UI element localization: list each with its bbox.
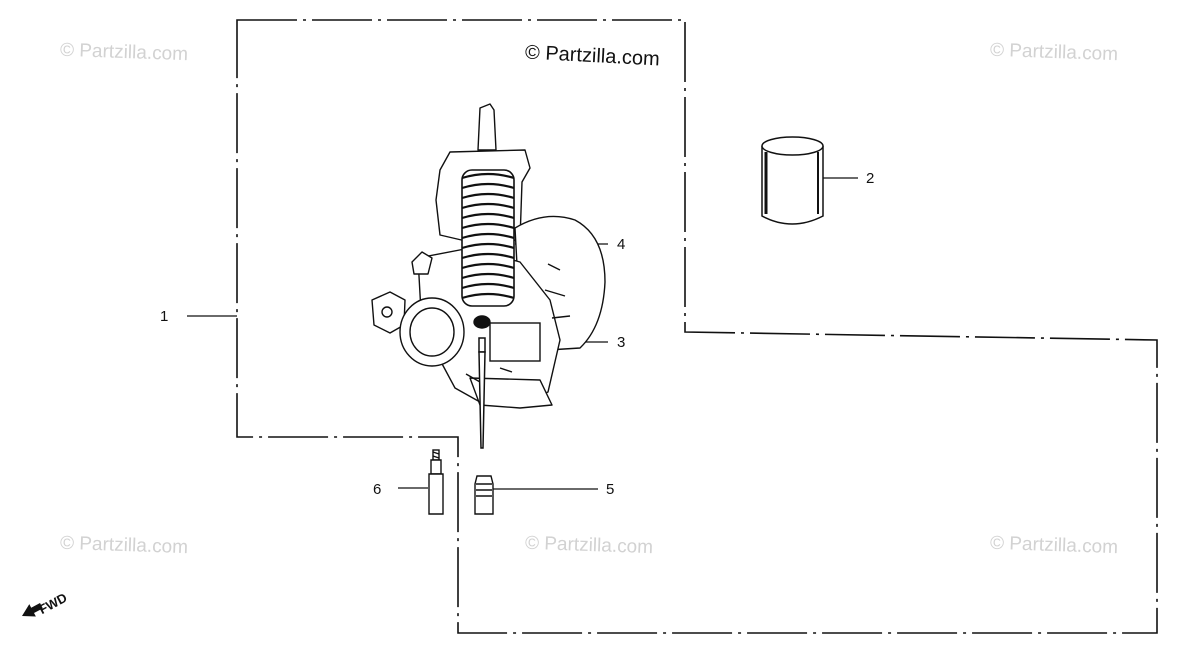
callout-4: 4 — [617, 236, 626, 253]
callout-5: 5 — [606, 481, 615, 498]
part-5-main-jet — [474, 475, 494, 515]
callout-3: 3 — [617, 334, 626, 351]
part-3-plate — [473, 315, 541, 362]
fwd-indicator: FWD — [8, 588, 98, 628]
fwd-label: FWD — [36, 589, 70, 618]
part-2-filter — [761, 136, 824, 225]
assembly-boundary — [236, 19, 1158, 634]
jet-needle — [478, 337, 486, 449]
part-4-spring — [461, 169, 515, 307]
forward-arrow-icon — [22, 603, 43, 617]
callout-2: 2 — [866, 170, 875, 187]
callout-6: 6 — [373, 481, 382, 498]
part-6-slow-jet — [428, 449, 444, 515]
callout-1: 1 — [160, 308, 169, 325]
